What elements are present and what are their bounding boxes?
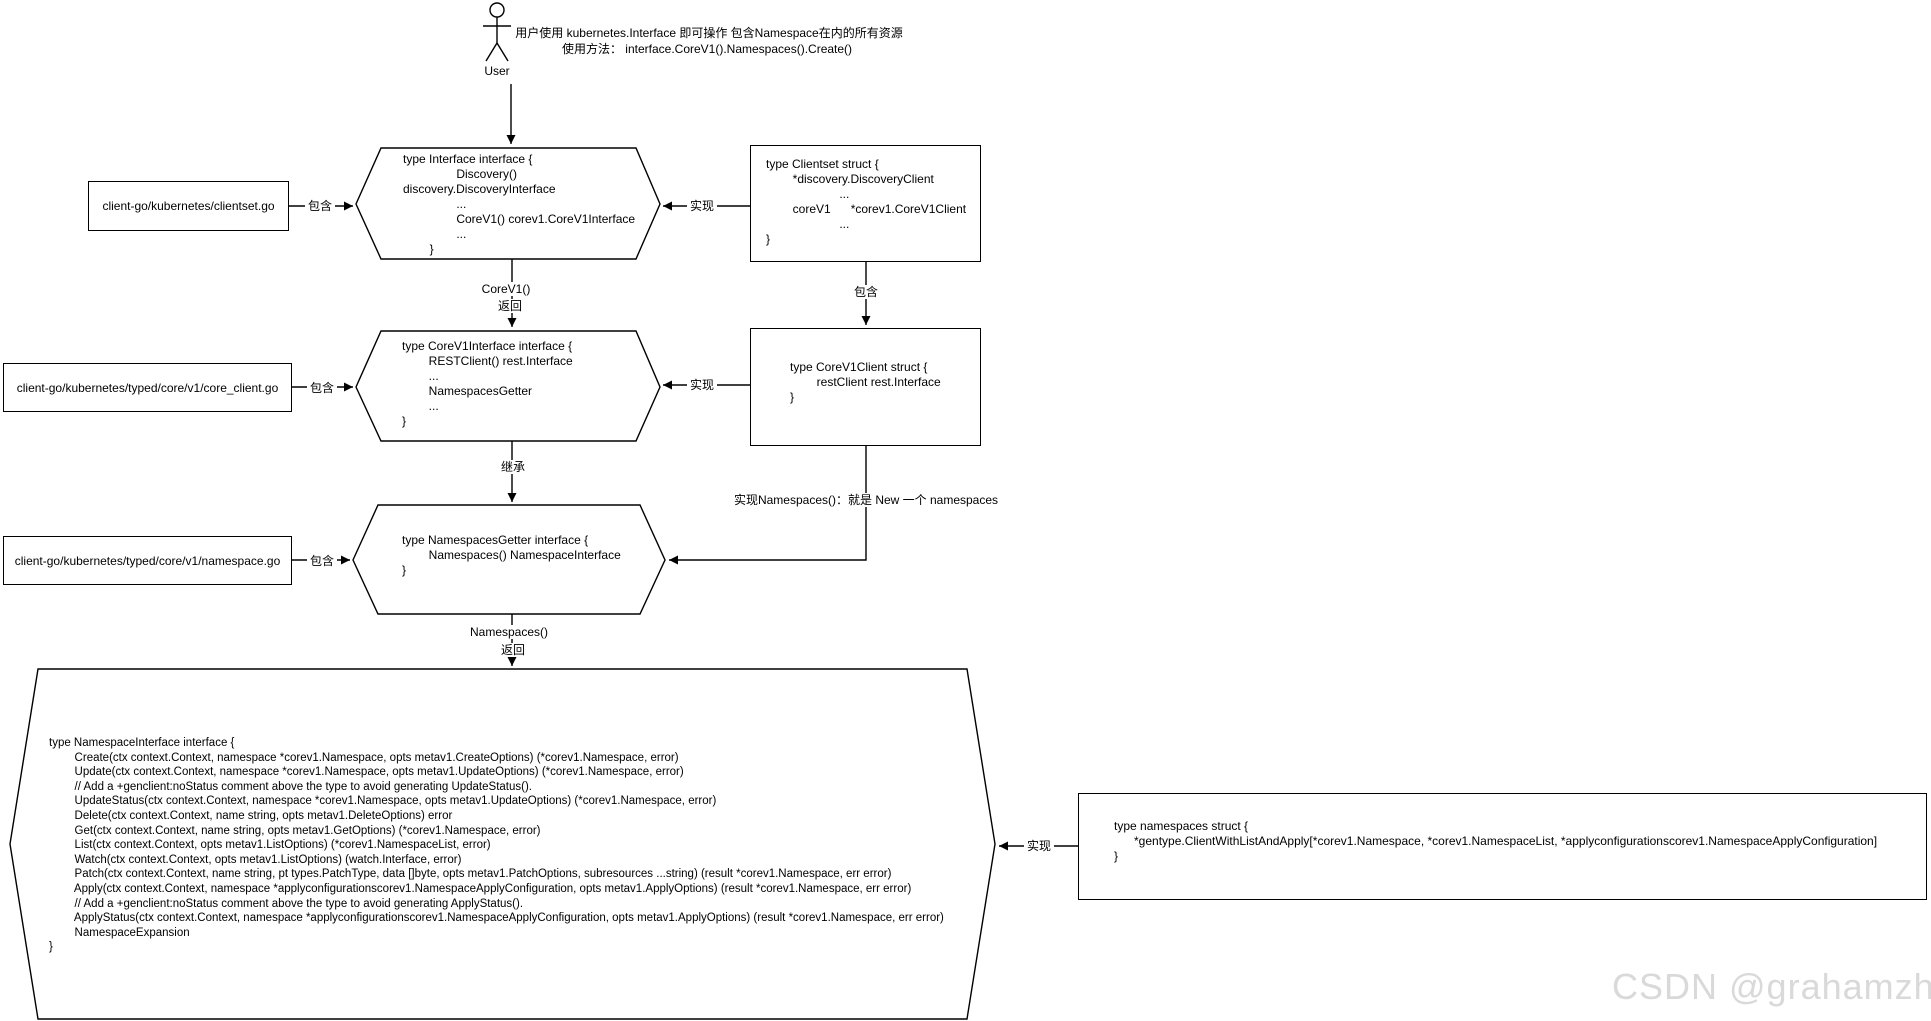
struct-code-namespaces: type namespaces struct { *gentype.Client… bbox=[1114, 819, 1878, 863]
edge-label-namespaces-method: Namespaces() bbox=[466, 625, 552, 639]
struct-box-clientset: type Clientset struct { *discovery.Disco… bbox=[750, 145, 981, 262]
hexagon-corev1-interface bbox=[355, 330, 661, 442]
usage-note-line2: 使用方法： interface.CoreV1().Namespaces().Cr… bbox=[561, 42, 853, 56]
edge-label-contains-2: 包含 bbox=[306, 381, 338, 395]
file-box-clientset-go: client-go/kubernetes/clientset.go bbox=[88, 181, 289, 231]
hexagon-code-interface: type Interface interface { Discovery() d… bbox=[403, 152, 636, 256]
user-right-leg-line bbox=[496, 42, 509, 62]
user-head-icon bbox=[489, 2, 505, 18]
edge-label-returns-1: 返回 bbox=[494, 299, 526, 313]
edge-label-returns-2: 返回 bbox=[497, 643, 529, 657]
edge-label-contains-clientset-corev1client: 包含 bbox=[850, 285, 882, 299]
file-label-core-client-go: client-go/kubernetes/typed/core/v1/core_… bbox=[16, 380, 279, 395]
hexagon-code-namespaces-getter: type NamespacesGetter interface { Namesp… bbox=[402, 533, 621, 577]
struct-box-corev1client: type CoreV1Client struct { restClient re… bbox=[750, 328, 981, 446]
user-actor-label: User bbox=[484, 64, 510, 78]
file-label-clientset-go: client-go/kubernetes/clientset.go bbox=[102, 199, 275, 213]
hexagon-interface bbox=[355, 147, 661, 260]
struct-code-corev1client: type CoreV1Client struct { restClient re… bbox=[790, 360, 941, 404]
edge-corev1client-implements-namespaces bbox=[669, 446, 867, 565]
edge-label-implements-1: 实现 bbox=[686, 199, 718, 213]
hexagon-namespace-interface bbox=[9, 668, 996, 1020]
hexagon-code-namespace-interface: type NamespaceInterface interface { Crea… bbox=[49, 737, 944, 954]
hexagon-namespaces-getter bbox=[352, 504, 666, 615]
user-actor-icon bbox=[483, 2, 511, 62]
usage-note-line1: 用户使用 kubernetes.Interface 即可操作 包含Namespa… bbox=[515, 26, 903, 40]
edge-label-implements-note: 实现Namespaces()：就是 New 一个 namespaces bbox=[730, 493, 1002, 507]
edge-label-implements-3: 实现 bbox=[1023, 839, 1055, 853]
struct-box-namespaces: type namespaces struct { *gentype.Client… bbox=[1078, 793, 1927, 900]
edge-label-contains-3: 包含 bbox=[306, 554, 338, 568]
edge-label-implements-2: 实现 bbox=[686, 378, 718, 392]
edge-label-contains-1: 包含 bbox=[304, 199, 336, 213]
hexagon-code-corev1-interface: type CoreV1Interface interface { RESTCli… bbox=[402, 339, 573, 428]
edge-label-corev1-method: CoreV1() bbox=[478, 282, 534, 296]
file-box-core-client-go: client-go/kubernetes/typed/core/v1/core_… bbox=[3, 363, 292, 412]
edge-label-inherits: 继承 bbox=[497, 460, 529, 474]
file-box-namespace-go: client-go/kubernetes/typed/core/v1/names… bbox=[3, 536, 292, 585]
struct-code-clientset: type Clientset struct { *discovery.Disco… bbox=[766, 157, 967, 246]
file-label-namespace-go: client-go/kubernetes/typed/core/v1/names… bbox=[14, 553, 281, 568]
user-left-leg-line bbox=[485, 42, 498, 62]
csdn-watermark: CSDN @grahamzhu bbox=[1612, 966, 1931, 1007]
